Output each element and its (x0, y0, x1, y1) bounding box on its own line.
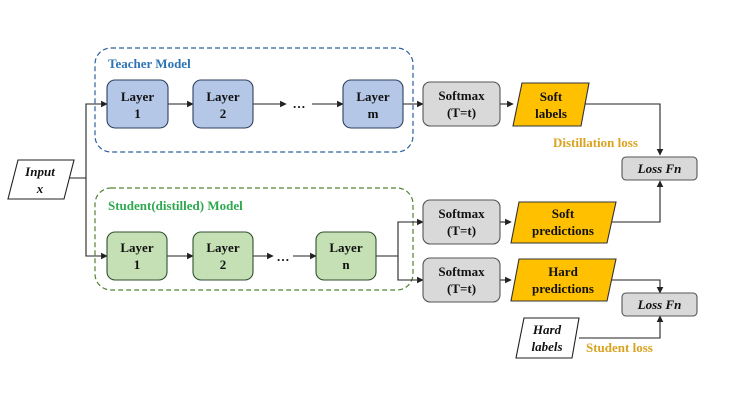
teacher-layer-m-box (342, 79, 404, 129)
hard-labels-line1: Hard (532, 322, 562, 337)
soft-predictions-node: Soft predictions (510, 201, 617, 244)
hard-predictions-line2: predictions (532, 281, 594, 296)
teacher-layer-1: Layer 1 (106, 79, 169, 129)
edges (67, 100, 664, 339)
student-layer-2-label: Layer (206, 240, 239, 255)
edge-softpred-lossfn (611, 180, 664, 223)
teacher-softmax-label: Softmax (438, 88, 485, 103)
soft-predictions-shape (510, 201, 617, 244)
student-model-title: Student(distilled) Model (108, 198, 243, 213)
teacher-layer-2-box (192, 79, 254, 129)
teacher-softmax-box (422, 81, 501, 127)
student-softmax-hard-label: Softmax (438, 264, 485, 279)
edge-input-teacher (85, 100, 108, 178)
teacher-layer-1-box (106, 79, 169, 129)
teacher-model-border (94, 47, 414, 153)
student-model-group: Student(distilled) Model (94, 187, 414, 291)
hard-labels-shape (515, 317, 580, 359)
student-layer-1: Layer 1 (106, 231, 168, 281)
hard-labels-node: Hard labels (515, 317, 580, 359)
student-softmax-soft: Softmax (T=t) (422, 199, 501, 245)
student-softmax-soft-label: Softmax (438, 206, 485, 221)
teacher-model-group: Teacher Model (94, 47, 414, 153)
teacher-ellipsis: … (293, 96, 306, 111)
student-layer-2-box (192, 231, 254, 281)
student-softmax-hard-temp: (T=t) (447, 281, 476, 296)
student-layer-2: Layer 2 (192, 231, 254, 281)
teacher-layer-1-label: Layer (121, 89, 154, 104)
soft-labels-line2: labels (535, 106, 567, 121)
hard-predictions-node: Hard predictions (510, 258, 617, 302)
student-loss-fn-box (621, 292, 698, 317)
student-softmax-hard: Softmax (T=t) (422, 257, 501, 303)
student-loss-fn-label: Loss Fn (637, 297, 682, 312)
teacher-layer-1-index: 1 (134, 106, 141, 121)
student-layer-1-box (106, 231, 168, 281)
student-loss-label: Student loss (586, 340, 653, 355)
teacher-layer-m-index: m (368, 106, 379, 121)
teacher-layer-2: Layer 2 (192, 79, 254, 129)
student-layer-n-index: n (342, 257, 350, 272)
hard-predictions-shape (510, 258, 617, 302)
student-layer-n: Layer n (315, 231, 377, 281)
input-node: Input x (7, 159, 75, 200)
teacher-layer-m-label: Layer (356, 89, 389, 104)
student-softmax-soft-box (422, 199, 501, 245)
distillation-loss-fn-box (621, 156, 698, 181)
input-label: Input (24, 164, 55, 179)
teacher-softmax-temp: (T=t) (447, 105, 476, 120)
student-loss-fn: Loss Fn (621, 292, 698, 317)
soft-labels-shape (512, 82, 590, 127)
student-layer-1-label: Layer (120, 240, 153, 255)
soft-predictions-line2: predictions (532, 223, 594, 238)
teacher-layer-2-label: Layer (206, 89, 239, 104)
input-shape (7, 159, 75, 200)
distillation-loss-fn: Loss Fn (621, 156, 698, 181)
edge-hardlabels-studentloss (579, 315, 664, 339)
distillation-loss-fn-label: Loss Fn (637, 161, 682, 176)
teacher-model-title: Teacher Model (108, 56, 191, 71)
student-layer-1-index: 1 (134, 257, 141, 272)
soft-labels-line1: Soft (540, 89, 563, 104)
hard-predictions-line1: Hard (548, 264, 578, 279)
student-model-border (94, 187, 414, 291)
soft-labels-node: Soft labels (512, 82, 590, 127)
distillation-loss-label: Distillation loss (553, 135, 638, 150)
student-layer-n-box (315, 231, 377, 281)
student-softmax-hard-box (422, 257, 501, 303)
student-layer-2-index: 2 (220, 257, 227, 272)
teacher-softmax: Softmax (T=t) (422, 81, 501, 127)
student-layer-n-label: Layer (329, 240, 362, 255)
edge-softlabels-lossfn (583, 103, 664, 156)
edge-split-softmax-hard (397, 256, 424, 284)
student-softmax-soft-temp: (T=t) (447, 223, 476, 238)
student-ellipsis: … (277, 249, 290, 264)
teacher-layer-m: Layer m (342, 79, 404, 129)
hard-labels-line2: labels (531, 339, 562, 354)
teacher-layer-2-index: 2 (220, 106, 227, 121)
edge-split-softmax-soft (397, 218, 424, 256)
edge-hardpred-studentloss (611, 279, 664, 294)
input-variable: x (36, 181, 44, 196)
edge-input-student (85, 178, 108, 260)
soft-predictions-line1: Soft (552, 206, 575, 221)
